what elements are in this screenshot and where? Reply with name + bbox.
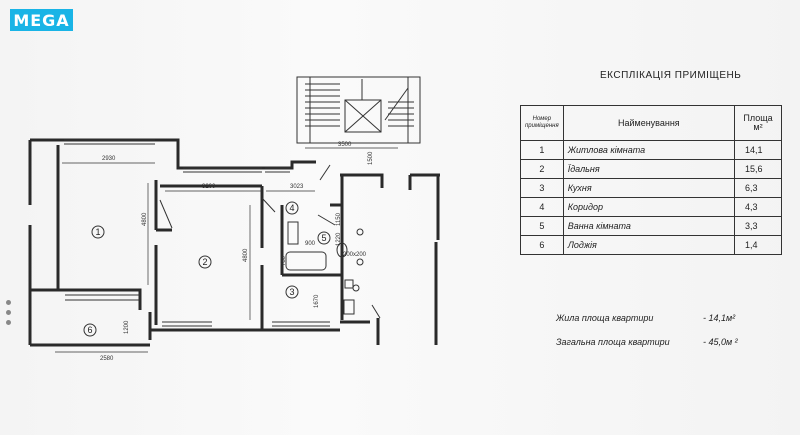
row-name: Коридор: [562, 197, 736, 217]
floor-plan-drawing: 1 2 3 4 5 6 2930 3200 3023 3500 2580 200…: [28, 76, 440, 362]
row-number: 5: [520, 216, 564, 236]
total-area-value: - 45,0м ²: [703, 337, 738, 347]
svg-text:5: 5: [321, 233, 326, 243]
explication-table: Номер приміщення Найменування Площа м² 1…: [520, 105, 782, 255]
walls: [28, 138, 440, 347]
table-row: 3 Кухня 6,3: [520, 178, 782, 198]
living-area-summary: Жила площа квартири - 14,1м²: [556, 313, 735, 323]
svg-text:1: 1: [95, 227, 100, 237]
room-5-marker: 5: [317, 231, 331, 245]
dim-3023: 3023: [290, 184, 304, 190]
windows: [64, 139, 330, 327]
row-name: Їдальня: [562, 159, 736, 179]
dim-4800b: 4800: [243, 248, 249, 262]
table-row: 6 Лоджія 1,4: [520, 235, 782, 255]
more-options-icon[interactable]: [6, 300, 11, 330]
table-header-row: Номер приміщення Найменування Площа м²: [520, 105, 782, 141]
row-name: Ванна кімната: [562, 216, 736, 236]
staircase: [296, 76, 421, 144]
table-row: 1 Житлова кімната 14,1: [520, 140, 782, 160]
table-row: 2 Їдальня 15,6: [520, 159, 782, 179]
row-name: Лоджія: [562, 235, 736, 255]
row-name: Житлова кімната: [562, 140, 736, 160]
bathroom-fixtures: [285, 221, 364, 315]
row-area: 14,1: [734, 140, 782, 160]
dim-2930: 2930: [102, 156, 116, 162]
dim-200x200: 200х200: [343, 252, 367, 258]
room-4-marker: 4: [285, 201, 299, 215]
row-area: 3,3: [734, 216, 782, 236]
room-3-marker: 3: [285, 285, 299, 299]
svg-text:2: 2: [202, 257, 207, 267]
row-number: 3: [520, 178, 564, 198]
doors: [159, 164, 381, 319]
dimension-lines: [55, 147, 398, 353]
living-area-label: Жила площа квартири: [556, 313, 654, 323]
svg-text:3: 3: [289, 287, 294, 297]
dim-3200: 3200: [202, 184, 216, 190]
total-area-summary: Загальна площа квартири - 45,0м ²: [556, 337, 738, 347]
row-area: 1,4: [734, 235, 782, 255]
svg-text:6: 6: [87, 325, 92, 335]
dim-3500: 3500: [338, 142, 352, 148]
table-row: 4 Коридор 4,3: [520, 197, 782, 217]
dim-2580: 2580: [100, 356, 114, 362]
row-number: 1: [520, 140, 564, 160]
row-number: 4: [520, 197, 564, 217]
dim-1200: 1200: [124, 320, 130, 334]
header-number: Номер приміщення: [520, 105, 564, 141]
row-number: 6: [520, 235, 564, 255]
room-2-marker: 2: [198, 255, 212, 269]
total-area-label: Загальна площа квартири: [556, 337, 670, 347]
room-markers: 1 2 3 4 5 6: [83, 201, 331, 337]
row-number: 2: [520, 159, 564, 179]
dimension-labels: 2930 3200 3023 3500 2580 200х200 900 480…: [100, 142, 374, 362]
dim-1220: 1220: [336, 232, 342, 246]
row-name: Кухня: [562, 178, 736, 198]
room-6-marker: 6: [83, 323, 97, 337]
room-1-marker: 1: [91, 225, 105, 239]
dim-1670: 1670: [314, 294, 320, 308]
dim-1150: 1150: [336, 212, 342, 226]
dim-4800a: 4800: [142, 212, 148, 226]
dim-1500: 1500: [368, 151, 374, 165]
svg-text:4: 4: [289, 203, 294, 213]
header-name: Найменування: [562, 105, 736, 141]
row-area: 6,3: [734, 178, 782, 198]
dim-900: 900: [305, 241, 316, 247]
row-area: 15,6: [734, 159, 782, 179]
explication-title: ЕКСПЛІКАЦІЯ ПРИМІЩЕНЬ: [600, 70, 742, 81]
dim-780: 780: [281, 255, 287, 266]
header-area: Площа м²: [734, 105, 782, 141]
row-area: 4,3: [734, 197, 782, 217]
table-row: 5 Ванна кімната 3,3: [520, 216, 782, 236]
living-area-value: - 14,1м²: [703, 313, 736, 323]
mega-logo[interactable]: MEGA: [10, 9, 73, 31]
